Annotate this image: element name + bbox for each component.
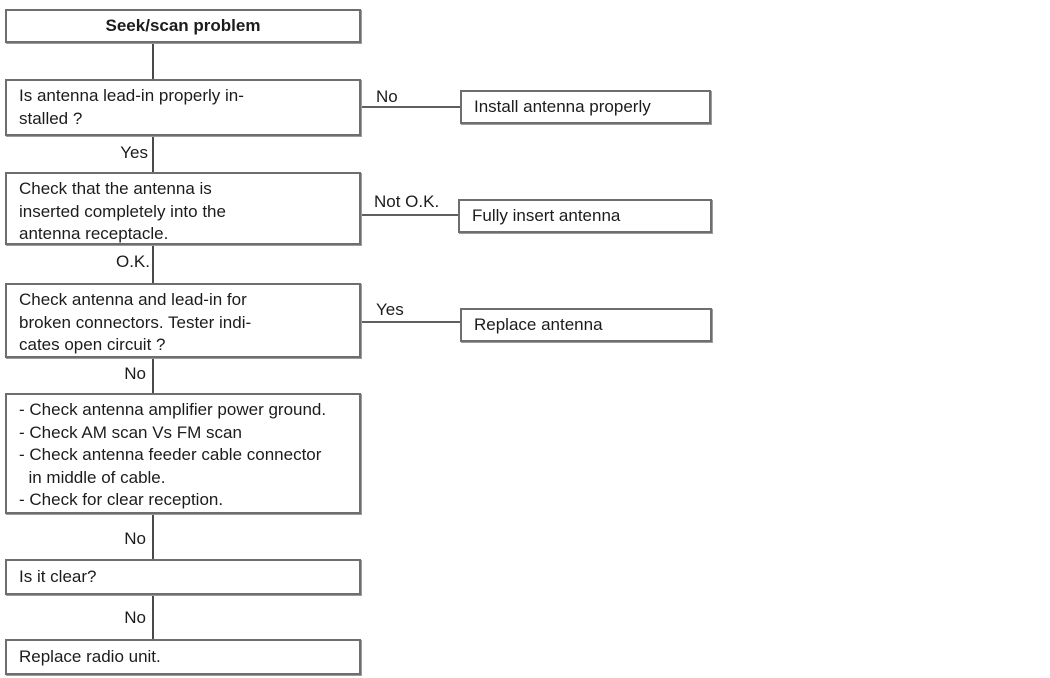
action-replace-antenna-label: Replace antenna bbox=[474, 314, 603, 334]
action-fully-insert-antenna-label: Fully insert antenna bbox=[472, 205, 621, 225]
question-antenna-lead-in-installed: Is antenna lead-in properly in- stalled … bbox=[5, 79, 361, 136]
edge-label-no-q4: No bbox=[124, 608, 146, 627]
action-replace-antenna: Replace antenna bbox=[460, 308, 712, 342]
connector-q2-to-q3 bbox=[152, 245, 154, 283]
edge-label-no-branch-q1: No bbox=[376, 87, 398, 106]
action-install-antenna-properly: Install antenna properly bbox=[460, 90, 711, 124]
edge-label-ok-q2: O.K. bbox=[115, 252, 150, 271]
question-is-it-clear-label: Is it clear? bbox=[19, 566, 97, 586]
question-broken-connectors-open-circuit: Check antenna and lead-in for broken con… bbox=[5, 283, 361, 358]
connector-q3-to-checklist bbox=[152, 358, 154, 393]
action-fully-insert-antenna: Fully insert antenna bbox=[458, 199, 712, 233]
connector-start-to-q1 bbox=[152, 43, 154, 79]
branch-line-q1-to-r1 bbox=[361, 106, 460, 108]
step-checklist-antenna-checks: - Check antenna amplifier power ground. … bbox=[5, 393, 361, 514]
connector-checklist-to-q4 bbox=[152, 514, 154, 559]
edge-label-yes-branch-q3: Yes bbox=[376, 300, 404, 319]
edge-label-yes-q1: Yes bbox=[120, 143, 148, 162]
edge-label-no-checklist: No bbox=[124, 529, 146, 548]
action-install-antenna-properly-label: Install antenna properly bbox=[474, 96, 651, 116]
branch-line-q3-to-r3 bbox=[361, 321, 460, 323]
start-node-label: Seek/scan problem bbox=[105, 15, 261, 35]
action-replace-radio-unit-label: Replace radio unit. bbox=[19, 646, 161, 666]
edge-label-not-ok-branch-q2: Not O.K. bbox=[374, 192, 440, 211]
connector-q1-to-q2 bbox=[152, 136, 154, 172]
step-check-antenna-inserted: Check that the antenna is inserted compl… bbox=[5, 172, 361, 245]
start-node-seek-scan-problem: Seek/scan problem bbox=[5, 9, 361, 43]
action-replace-radio-unit: Replace radio unit. bbox=[5, 639, 361, 675]
branch-line-q2-to-r2 bbox=[361, 214, 458, 216]
connector-q4-to-final bbox=[152, 595, 154, 639]
question-is-it-clear: Is it clear? bbox=[5, 559, 361, 595]
edge-label-no-q3: No bbox=[124, 364, 146, 383]
